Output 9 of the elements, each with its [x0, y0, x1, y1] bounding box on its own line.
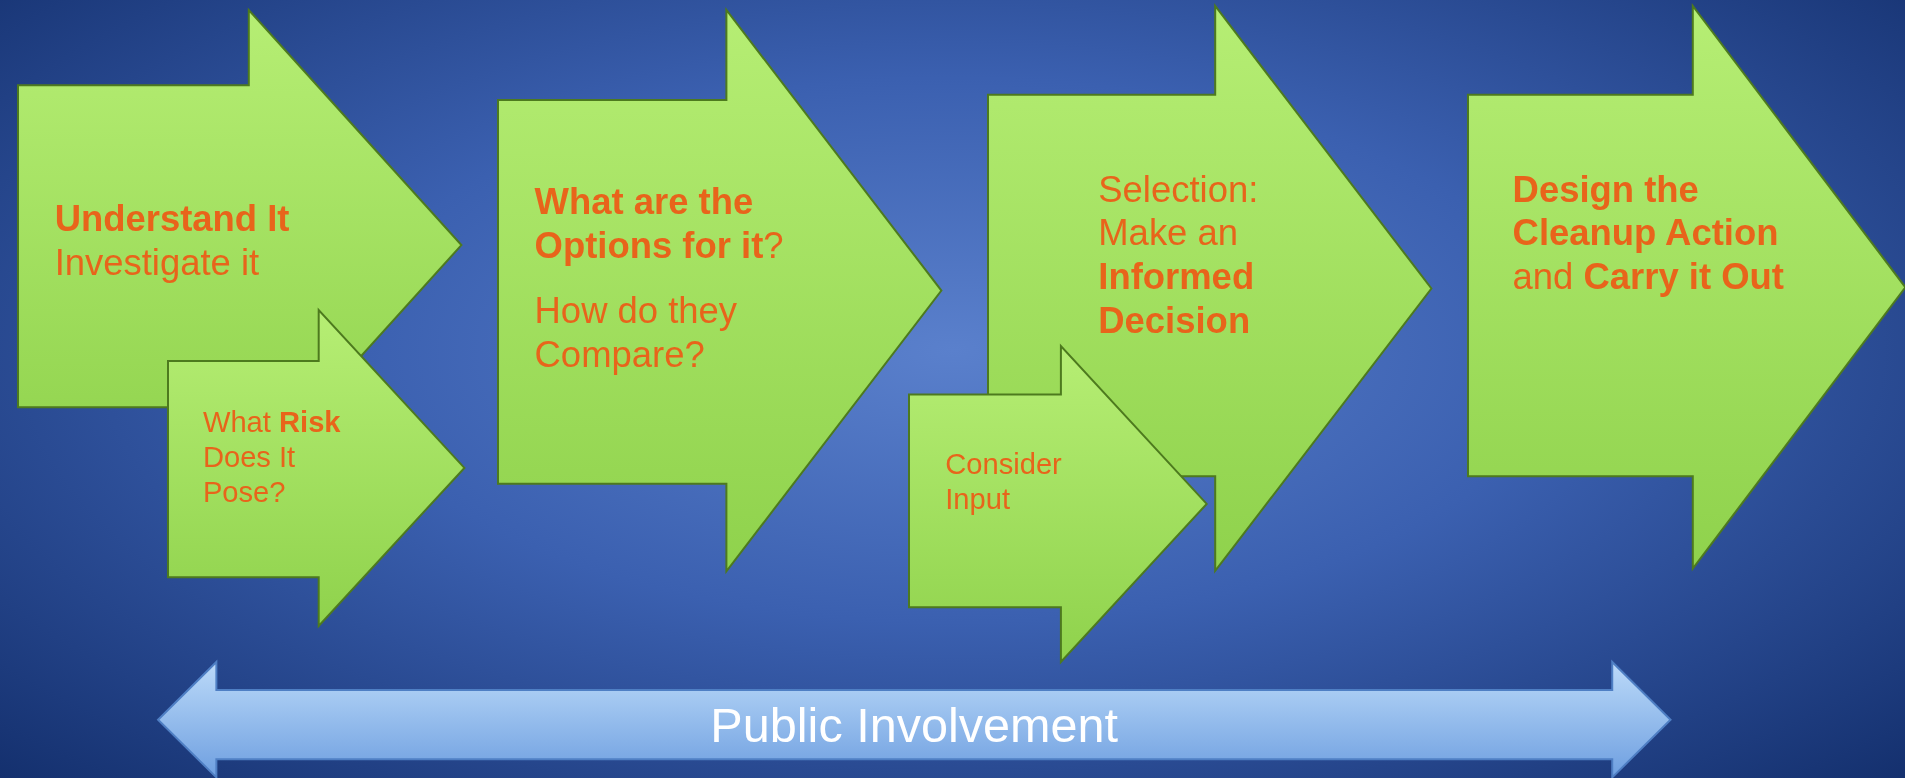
step-text: Investigate it: [54, 240, 261, 285]
step-text: What are the Options for it?: [534, 179, 785, 268]
step-text: Consider Input: [945, 447, 1063, 518]
step-text: Selection: Make an Informed Decision: [1098, 167, 1260, 343]
step-text: How do they Compare?: [534, 289, 739, 377]
arrow-label: Public Involvement: [710, 696, 1119, 754]
step-text: Understand It: [54, 196, 291, 241]
step-text: What Risk Does It Pose?: [202, 404, 342, 510]
step-text: Design the Cleanup Action and Carry it Out: [1512, 167, 1785, 299]
